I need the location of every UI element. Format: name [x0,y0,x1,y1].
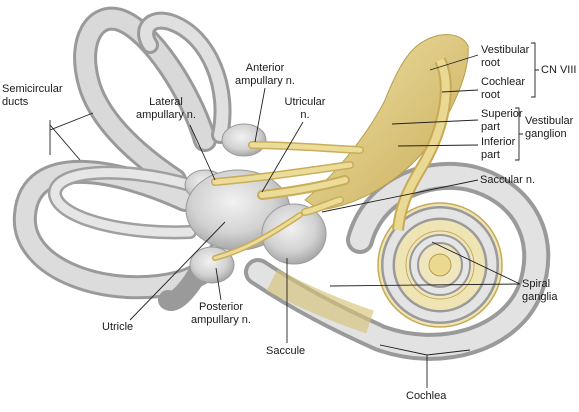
label-posterior-ampullary-line1: Posterior [198,301,244,313]
vestibular-nerve-branches [211,141,364,261]
label-posterior-ampullary-line2: ampullary n. [191,314,251,326]
label-vestibular-root: Vestibular root [481,44,529,70]
vestibular-ganglion-bracket [515,107,523,161]
label-semicircular-ducts: Semicircular ducts [2,83,63,109]
label-vestibular-root-line2: root [481,57,500,69]
label-lateral-ampullary-line1: Lateral [149,96,183,108]
label-utricular-n: Utricular n. [280,96,330,122]
anterior-ampulla [221,123,267,157]
label-posterior-ampullary-n: Posterior ampullary n. [184,301,258,327]
label-inferior-part-line2: part [481,149,500,161]
label-cochlear-root: Cochlear root [481,76,525,102]
label-cn-viii: CN VIII [541,64,577,76]
label-inferior-part: Inferior part [481,136,515,162]
label-spiral-ganglia-line1: Spiral [522,278,551,290]
label-utricular-n-line1: Utricular [284,96,326,108]
label-saccule: Saccule [266,345,306,357]
label-cochlear-root-line2: root [481,89,500,101]
label-cochlear-root-line1: Cochlear [481,76,526,88]
label-semicircular-ducts-line1: Semicircular [2,83,63,95]
label-superior-part-line1: Superior [481,108,523,120]
leader-lines [49,54,521,388]
label-vestibular-ganglion-line1: Vestibular [525,115,574,127]
label-lateral-ampullary-n: Lateral ampullary n. [133,96,199,122]
label-saccular-n: Saccular n. [480,174,536,186]
label-utricular-n-line2: n. [300,109,310,121]
label-anterior-ampullary-n: Anterior ampullary n. [233,62,297,88]
label-superior-part-line2: part [481,121,500,133]
semicircular-ducts [12,6,232,311]
label-lateral-ampullary-line2: ampullary n. [136,109,196,121]
label-spiral-ganglia: Spiral ganglia [522,278,557,304]
label-vestibular-root-line1: Vestibular [481,44,530,56]
cochlea-shape [244,161,551,361]
label-utricle: Utricle [102,321,134,333]
label-vestibular-ganglion-line2: ganglion [525,128,567,140]
label-spiral-ganglia-line2: ganglia [522,291,558,303]
label-anterior-ampullary-line1: Anterior [245,62,285,74]
saccule-shape [261,203,327,265]
label-inferior-part-line1: Inferior [481,136,516,148]
cn-viii-bracket [531,42,539,98]
label-vestibular-ganglion: Vestibular ganglion [525,115,573,141]
label-superior-part: Superior part [481,108,523,134]
label-semicircular-ducts-line2: ducts [2,96,29,108]
label-anterior-ampullary-line2: ampullary n. [235,75,295,87]
label-cochlea: Cochlea [406,390,447,402]
